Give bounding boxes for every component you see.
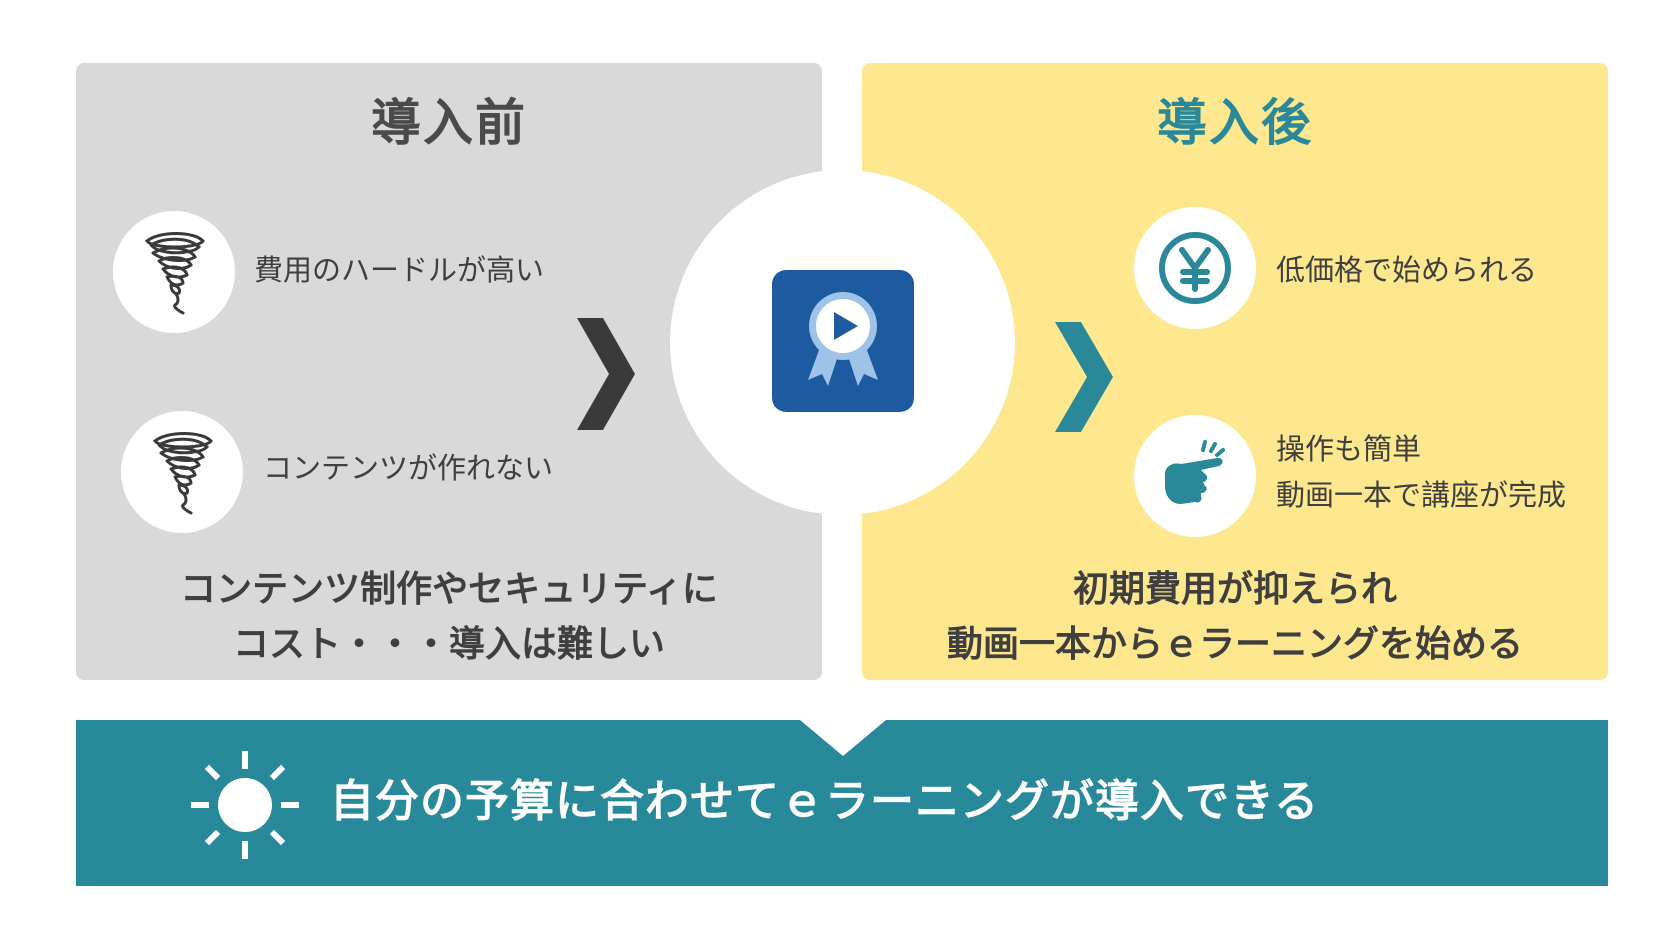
after-item-text-line1: 操作も簡単 — [1276, 432, 1422, 466]
before-summary-line1: コンテンツ制作やセキュリティに — [180, 569, 718, 610]
before-title: 導入前 — [371, 94, 527, 152]
chevron-right-icon — [1055, 322, 1113, 432]
banner-text: 自分の予算に合わせてｅラーニングが導入できる — [330, 776, 1320, 827]
tornado-icon — [121, 411, 243, 533]
tornado-icon — [113, 211, 235, 333]
after-panel: 導入後 低価格で始められる 操作も簡単 動画一本で講座が完成 初期費用が — [862, 63, 1608, 680]
after-summary-line2: 動画一本からｅラーニングを始める — [946, 624, 1523, 665]
after-item-text-line2: 動画一本で講座が完成 — [1276, 478, 1567, 512]
after-summary-line1: 初期費用が抑えられ — [1072, 569, 1397, 610]
before-summary-line2: コスト・・・導入は難しい — [232, 624, 665, 665]
chevron-right-icon — [577, 318, 635, 430]
after-item-text: 低価格で始められる — [1276, 253, 1538, 287]
play-award-app-icon — [772, 270, 914, 412]
sun-icon — [191, 751, 299, 859]
after-title: 導入後 — [1157, 94, 1313, 152]
yen-icon — [1134, 207, 1256, 329]
before-item-text: 費用のハードルが高い — [254, 253, 545, 287]
pointing-hand-icon — [1134, 415, 1256, 537]
banner-notch — [800, 720, 886, 756]
before-item-text: コンテンツが作れない — [263, 451, 554, 485]
